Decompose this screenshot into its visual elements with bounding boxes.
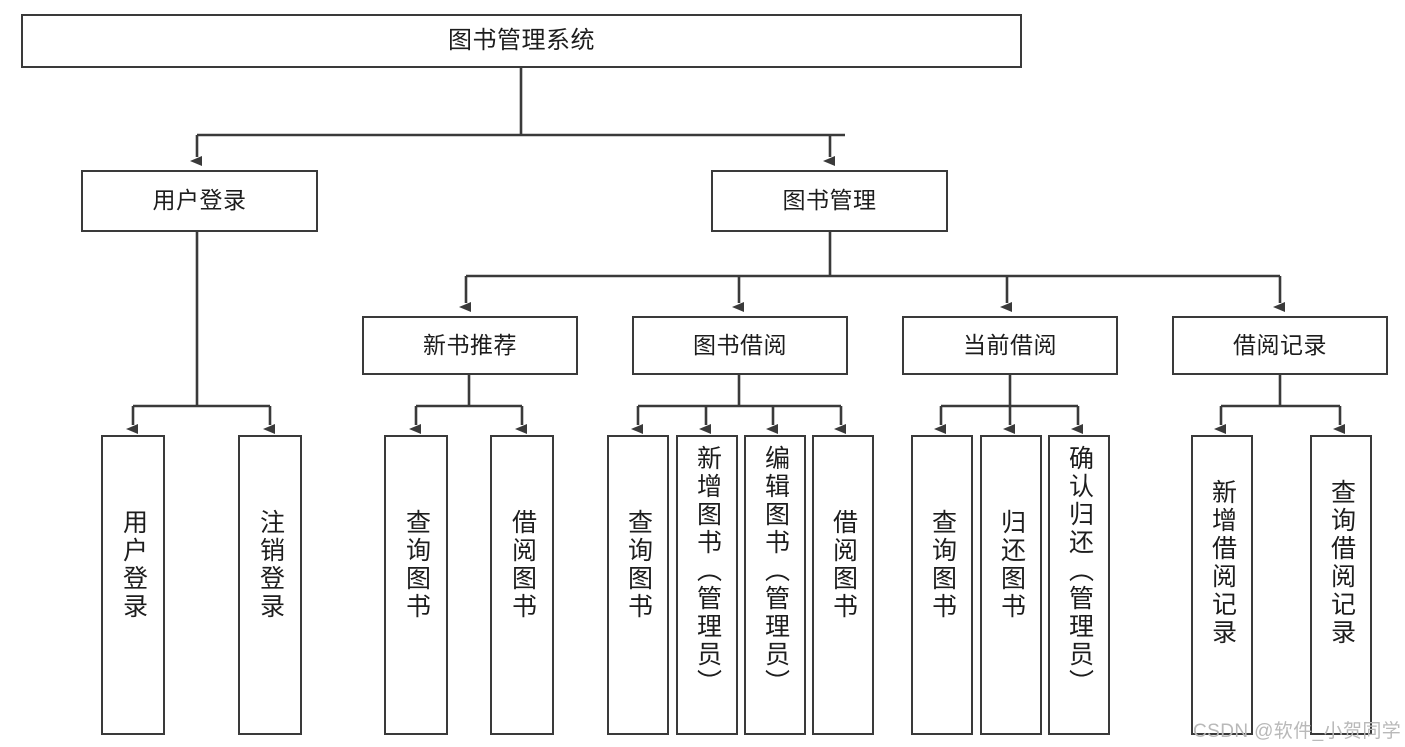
leaf-logout-login[interactable]: 注销登录 [238,435,302,735]
node-book-management-label: 图书管理 [782,187,877,214]
leaf-add-record[interactable]: 新增借阅记录 [1191,435,1253,735]
node-root-label: 图书管理系统 [448,26,595,54]
leaf-return-book[interactable]: 归还图书 [980,435,1042,735]
leaf-user-login[interactable]: 用户登录 [101,435,165,735]
node-borrow-record[interactable]: 借阅记录 [1172,316,1388,375]
leaf-return-book-label: 归还图书 [997,509,1026,621]
node-current-borrow[interactable]: 当前借阅 [902,316,1118,375]
leaf-borrow-book-2-label: 借阅图书 [829,509,858,621]
leaf-borrow-book-1[interactable]: 借阅图书 [490,435,554,735]
leaf-confirm-return-label: 确认归还（管理员） [1065,445,1094,697]
node-borrow-record-label: 借阅记录 [1233,331,1327,358]
node-user-login[interactable]: 用户登录 [81,170,318,232]
leaf-borrow-book-1-label: 借阅图书 [508,509,537,621]
leaf-query-book-3-label: 查询图书 [928,509,957,621]
leaf-edit-book-label: 编辑图书（管理员） [761,445,790,697]
csdn-watermark: CSDN @软件_小贺同学 [1193,721,1402,742]
node-book-management[interactable]: 图书管理 [711,170,948,232]
leaf-query-book-1[interactable]: 查询图书 [384,435,448,735]
leaf-borrow-book-2[interactable]: 借阅图书 [812,435,874,735]
leaf-logout-login-label: 注销登录 [256,509,285,621]
leaf-confirm-return[interactable]: 确认归还（管理员） [1048,435,1110,735]
node-root[interactable]: 图书管理系统 [21,14,1022,68]
node-book-borrow[interactable]: 图书借阅 [632,316,848,375]
leaf-edit-book[interactable]: 编辑图书（管理员） [744,435,806,735]
leaf-query-book-2[interactable]: 查询图书 [607,435,669,735]
leaf-add-record-label: 新增借阅记录 [1208,479,1237,647]
leaf-add-book[interactable]: 新增图书（管理员） [676,435,738,735]
node-new-book-recommend-label: 新书推荐 [423,331,517,358]
node-new-book-recommend[interactable]: 新书推荐 [362,316,578,375]
leaf-query-book-2-label: 查询图书 [624,509,653,621]
leaf-user-login-label: 用户登录 [119,509,148,621]
node-book-borrow-label: 图书借阅 [693,331,787,358]
leaf-add-book-label: 新增图书（管理员） [693,445,722,697]
node-current-borrow-label: 当前借阅 [963,331,1057,358]
leaf-query-book-1-label: 查询图书 [402,509,431,621]
leaf-query-record-label: 查询借阅记录 [1327,479,1356,647]
leaf-query-book-3[interactable]: 查询图书 [911,435,973,735]
node-user-login-label: 用户登录 [152,187,247,214]
leaf-query-record[interactable]: 查询借阅记录 [1310,435,1372,735]
